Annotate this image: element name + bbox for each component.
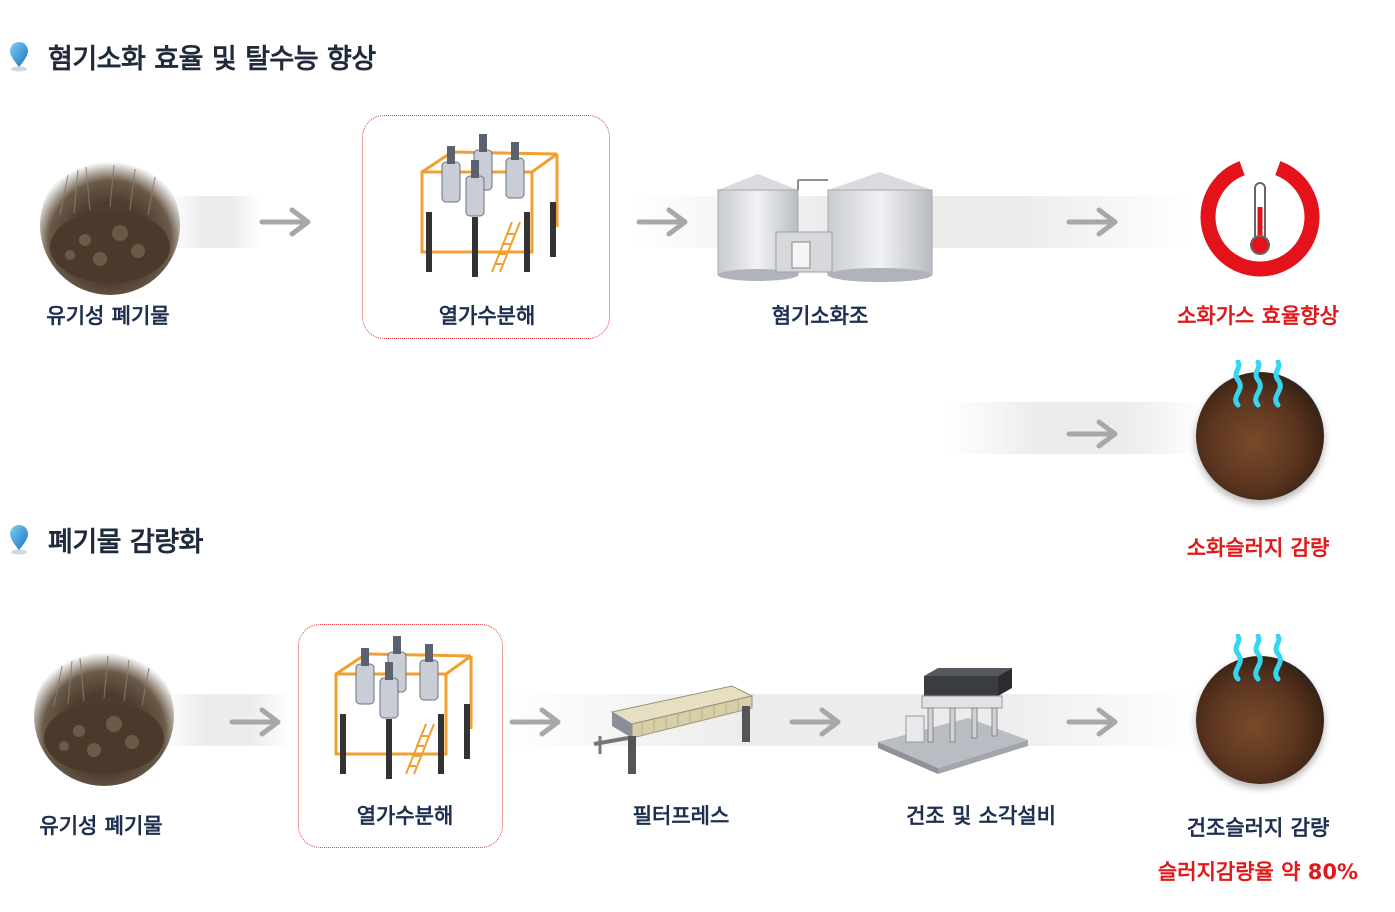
label-thermal-hydrolysis: 열가수분해 — [438, 304, 536, 328]
arrow-right-icon — [1065, 206, 1121, 238]
anaerobic-digester-image — [717, 172, 933, 282]
arrow-right-icon — [788, 706, 844, 738]
section-title-digestion: 혐기소화 효율 및 탈수능 향상 — [48, 44, 376, 75]
organic-waste-image — [34, 646, 174, 786]
steam-icon — [1233, 360, 1283, 408]
label-organic-waste-2: 유기성 폐기물 — [39, 814, 163, 838]
steam-icon — [1233, 634, 1283, 682]
dry-sludge-soil-image — [1196, 656, 1324, 784]
arrow-right-icon — [508, 706, 564, 738]
arrow-right-icon — [1065, 706, 1121, 738]
arrow-right-icon — [635, 206, 691, 238]
label-dryer-incinerator: 건조 및 소각설비 — [906, 804, 1056, 828]
thermal-hydrolysis-unit-image — [420, 132, 559, 279]
thermometer-gauge-icon — [1200, 157, 1320, 277]
dryer-incinerator-image — [878, 668, 1028, 774]
arrow-right-icon — [228, 706, 284, 738]
highlight-box-thermal-hydrolysis-2 — [298, 624, 503, 848]
label-dry-sludge-reduction: 건조슬러지 감량 — [1186, 816, 1330, 840]
section-title-waste-reduction: 폐기물 감량화 — [48, 527, 203, 558]
label-sludge-reduction: 소화슬러지 감량 — [1186, 536, 1330, 560]
label-digester: 혐기소화조 — [771, 304, 869, 328]
location-pin-icon — [10, 42, 28, 72]
flow-band — [948, 402, 1203, 454]
label-filter-press: 필터프레스 — [632, 804, 730, 828]
flow-band — [170, 196, 260, 248]
filter-press-image — [593, 685, 754, 774]
arrow-right-icon — [1065, 418, 1121, 450]
label-thermal-hydrolysis-2: 열가수분해 — [356, 804, 454, 828]
location-pin-icon — [10, 525, 28, 555]
arrow-right-icon — [258, 206, 314, 238]
organic-waste-image — [40, 155, 180, 295]
label-gas-efficiency: 소화가스 효율향상 — [1177, 304, 1339, 328]
label-reduction-rate: 슬러지감량율 약 80% — [1157, 860, 1359, 884]
highlight-box-thermal-hydrolysis — [362, 115, 610, 339]
label-organic-waste: 유기성 폐기물 — [46, 304, 170, 328]
thermal-hydrolysis-unit-image — [334, 634, 473, 781]
